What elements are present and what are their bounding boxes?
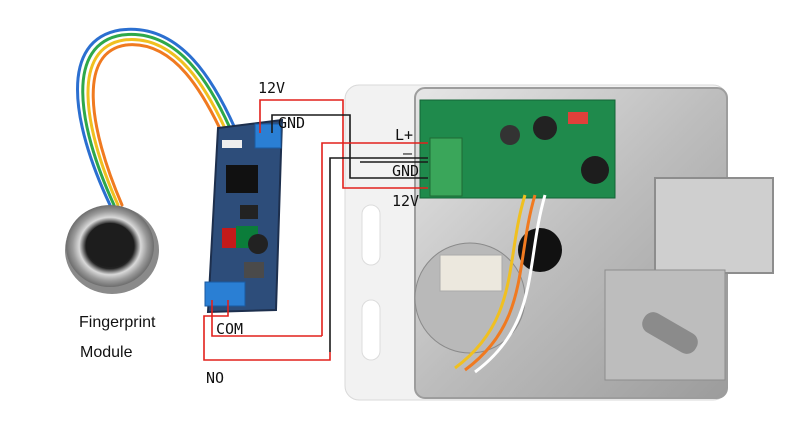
sensor-cable bbox=[76, 27, 242, 207]
label-l-plus: L+ bbox=[395, 126, 414, 144]
label-12v-top: 12V bbox=[258, 79, 286, 97]
label-gnd-top: GND bbox=[278, 114, 306, 132]
electric-lock bbox=[344, 84, 774, 401]
label-gnd-right: GND bbox=[392, 162, 420, 180]
lock-terminal-block bbox=[429, 137, 463, 197]
wire-l-minus bbox=[329, 157, 428, 352]
label-com: COM bbox=[216, 320, 244, 338]
wire-com bbox=[211, 300, 322, 337]
wire-gnd-top bbox=[271, 114, 428, 179]
label-12v-right: 12V bbox=[392, 192, 420, 210]
wire-l-plus bbox=[321, 142, 428, 336]
wire-12v-top bbox=[259, 99, 360, 189]
label-l-minus: – bbox=[403, 144, 413, 162]
wire-no bbox=[203, 300, 331, 361]
fingerprint-sensor bbox=[65, 205, 159, 294]
relay-terminal-block bbox=[204, 281, 246, 307]
label-no: NO bbox=[206, 369, 225, 387]
caption-module: Module bbox=[80, 344, 133, 361]
fingerprint-module-pcb bbox=[204, 118, 284, 314]
caption-fingerprint: Fingerprint bbox=[79, 314, 156, 331]
wiring bbox=[203, 99, 428, 361]
lock-bolt bbox=[654, 177, 774, 274]
